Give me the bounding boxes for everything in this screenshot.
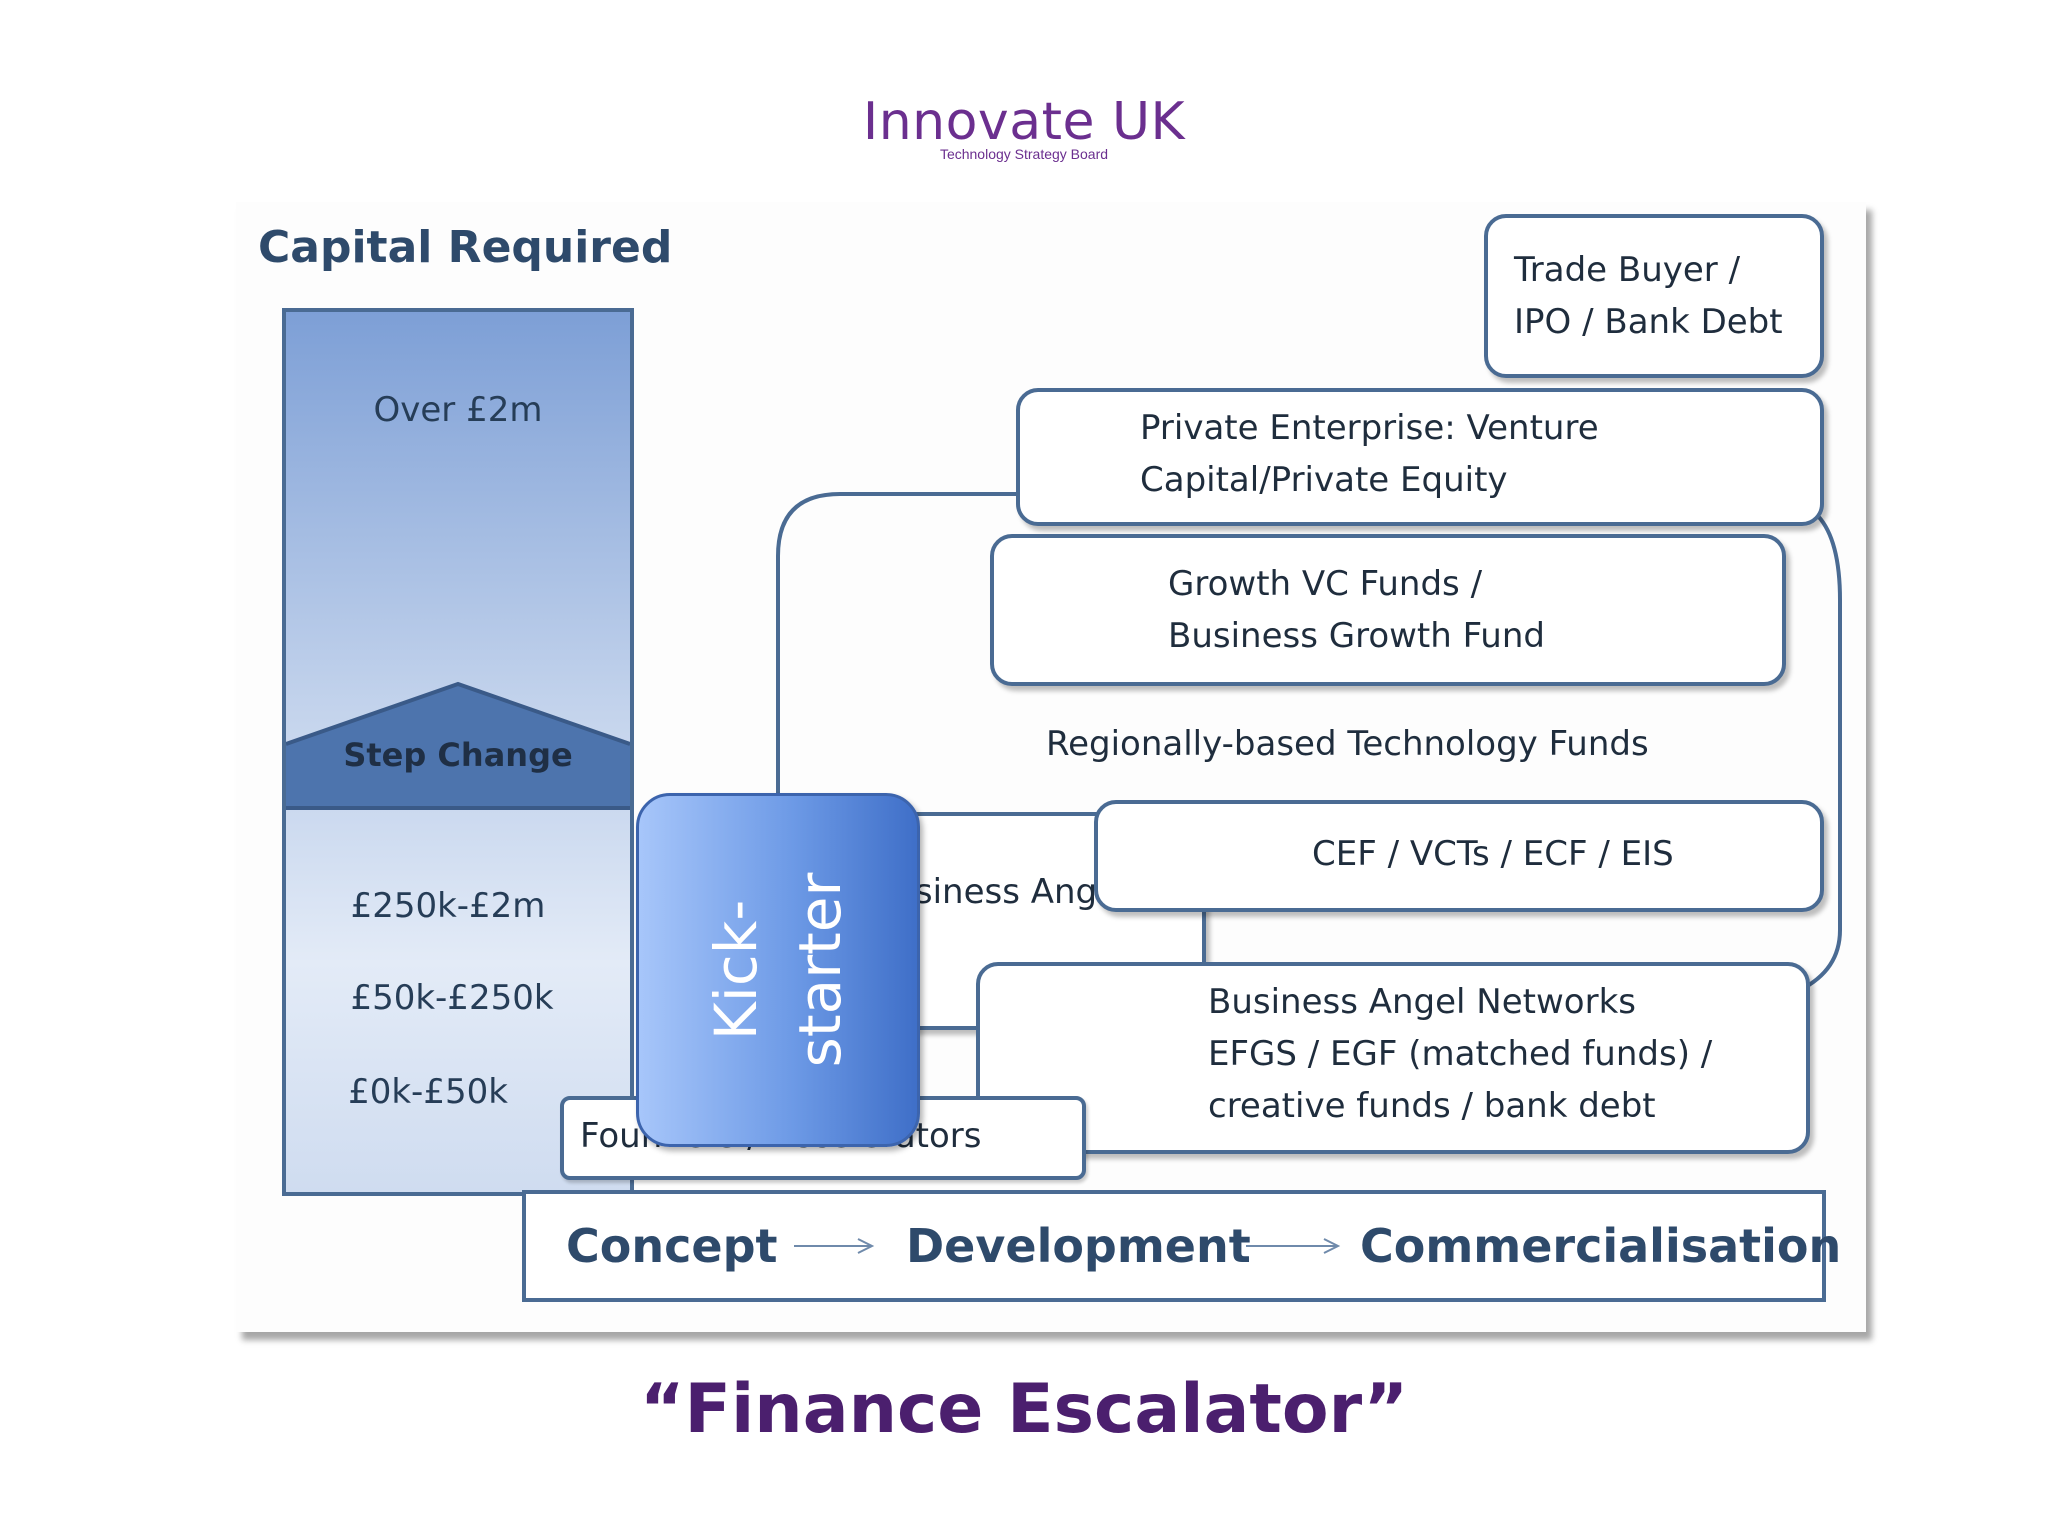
private-enterprise-line-2: Capital/Private Equity (1140, 460, 1508, 500)
capital-required-title: Capital Required (258, 222, 673, 273)
growth-vc-box: Growth VC Funds / Business Growth Fund (990, 534, 1786, 686)
kickstarter-label: Kick- starter (694, 873, 862, 1068)
trade-buyer-line-1: Trade Buyer / (1514, 250, 1741, 290)
capital-column: Over £2m Step Change £250k-£2m £50k-£250… (282, 308, 634, 1196)
arrow-right-icon (1246, 1238, 1341, 1254)
angel-networks-box: Business Angel Networks EFGS / EGF (matc… (976, 962, 1810, 1154)
logo-subtitle: Technology Strategy Board (939, 146, 1109, 162)
growth-vc-line-2: Business Growth Fund (1168, 616, 1545, 656)
band-50k-250k: £50k-£250k (350, 978, 554, 1018)
step-change-label: Step Change (343, 736, 573, 774)
stage-bar: Concept Development Commercialisation (522, 1190, 1841, 1302)
kickstarter-box: Kick- starter (636, 793, 920, 1147)
band-250k-2m: £250k-£2m (350, 886, 546, 926)
angel-networks-line-2: EFGS / EGF (matched funds) / (1208, 1034, 1713, 1074)
finance-escalator-title: “Finance Escalator” (639, 1370, 1409, 1449)
growth-vc-line-1: Growth VC Funds / (1168, 564, 1483, 604)
kickstarter-line-2: starter (786, 872, 854, 1068)
trade-buyer-box: Trade Buyer / IPO / Bank Debt (1484, 214, 1824, 378)
kickstarter-line-1: Kick- (702, 899, 770, 1041)
trade-buyer-line-2: IPO / Bank Debt (1514, 302, 1783, 342)
angel-networks-line-1: Business Angel Networks (1208, 982, 1636, 1022)
arrow-right-icon (794, 1238, 875, 1254)
step-change-roof-icon (286, 681, 630, 810)
cef-label: CEF / VCTs / ECF / EIS (1312, 834, 1674, 874)
stage-development: Development (906, 1219, 1251, 1273)
angel-networks-line-3: creative funds / bank debt (1208, 1086, 1656, 1126)
innovate-uk-logo: Innovate UK (862, 92, 1186, 152)
stage-commercialisation: Commercialisation (1360, 1219, 1842, 1273)
band-0k-50k: £0k-£50k (348, 1072, 508, 1112)
stage-concept: Concept (566, 1219, 778, 1273)
over-2m-label: Over £2m (373, 390, 543, 430)
private-enterprise-line-1: Private Enterprise: Venture (1140, 408, 1599, 448)
capital-bands: £250k-£2m £50k-£250k £0k-£50k (286, 810, 630, 1192)
cef-box: CEF / VCTs / ECF / EIS (1094, 800, 1824, 912)
regional-funds-label: Regionally-based Technology Funds (1046, 724, 1649, 764)
private-enterprise-box: Private Enterprise: Venture Capital/Priv… (1016, 388, 1824, 526)
